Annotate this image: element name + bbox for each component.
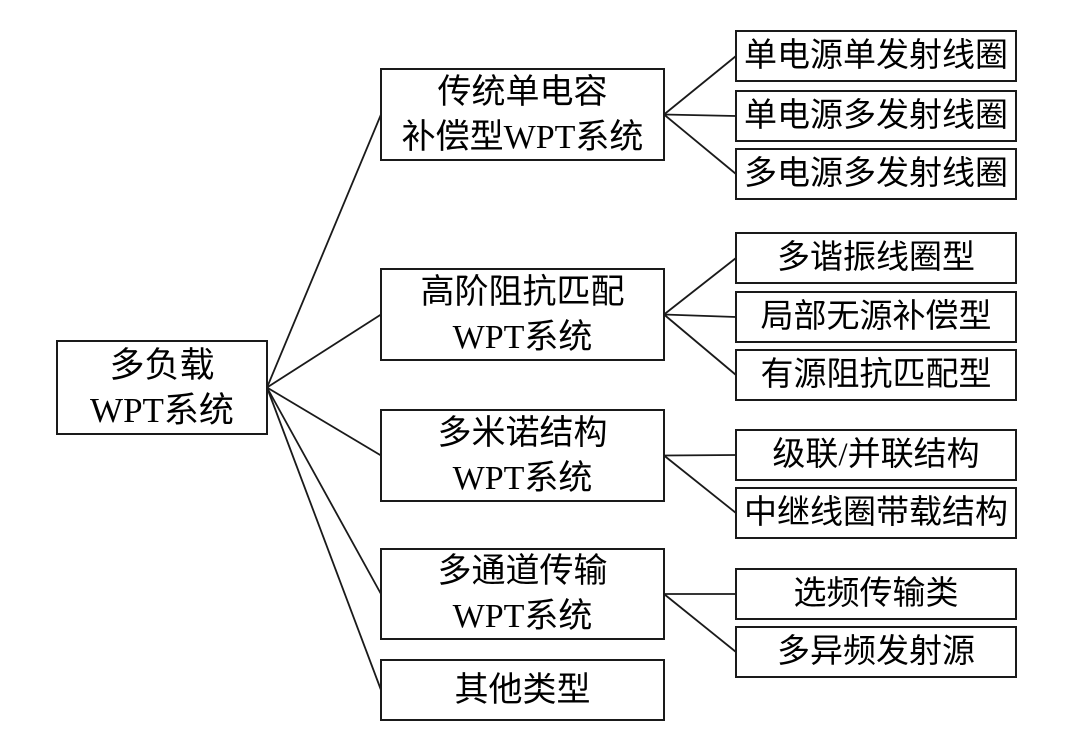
leaf-node-multi-resonant-coil: 多谐振线圈型 <box>735 232 1017 284</box>
branch-node-traditional-single-capacitor: 传统单电容 补偿型WPT系统 <box>380 68 665 161</box>
leaf-node-single-source-single-coil: 单电源单发射线圈 <box>735 30 1017 82</box>
leaf-node-relay-coil-loaded-structure: 中继线圈带载结构 <box>735 487 1017 539</box>
branch-node-high-order-impedance-matching: 高阶阻抗匹配 WPT系统 <box>380 268 665 361</box>
leaf-node-local-passive-compensation: 局部无源补偿型 <box>735 291 1017 343</box>
leaf-node-cascade-parallel-structure: 级联/并联结构 <box>735 429 1017 481</box>
branch-node-other-types: 其他类型 <box>380 659 665 721</box>
branch-node-domino-structure: 多米诺结构 WPT系统 <box>380 409 665 502</box>
root-node-multi-load-wpt: 多负载 WPT系统 <box>56 340 268 435</box>
leaf-node-single-source-multi-coil: 单电源多发射线圈 <box>735 90 1017 142</box>
leaf-node-multi-source-multi-coil: 多电源多发射线圈 <box>735 148 1017 200</box>
leaf-node-active-impedance-matching: 有源阻抗匹配型 <box>735 349 1017 401</box>
leaf-node-multi-frequency-sources: 多异频发射源 <box>735 626 1017 678</box>
branch-node-multi-channel-transmission: 多通道传输 WPT系统 <box>380 548 665 640</box>
leaf-node-frequency-selective-transmission: 选频传输类 <box>735 568 1017 620</box>
